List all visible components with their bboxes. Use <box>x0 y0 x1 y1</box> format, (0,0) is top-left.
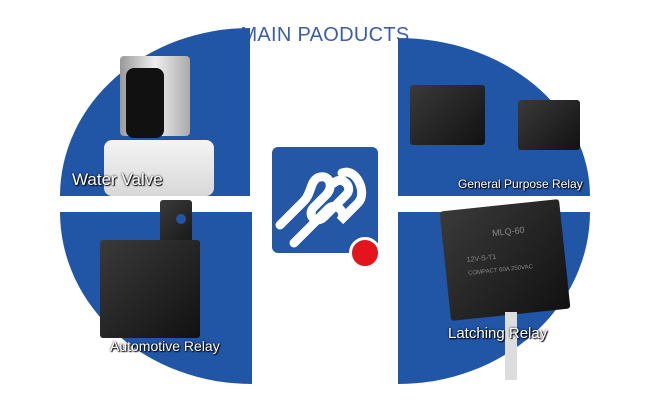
automotive-relay-hole <box>176 214 186 224</box>
relay-line3-text: COMPACT 60A 250VAC <box>467 264 534 277</box>
logo-red-dot <box>349 237 381 269</box>
company-logo <box>272 147 378 253</box>
general-purpose-relay-image-2 <box>518 100 580 150</box>
automotive-relay-image <box>100 240 200 338</box>
product-label-latching-relay: Latching Relay <box>448 325 548 342</box>
latching-relay-terminal <box>505 312 517 380</box>
relay-model-text: MLQ-60 <box>491 224 525 239</box>
latching-relay-image: MLQ-60 12V-S-T1 COMPACT 60A 250VAC <box>439 199 571 321</box>
product-label-automotive-relay: Automotive Relay <box>110 338 220 354</box>
water-valve-image <box>98 48 218 196</box>
page-title: MAIN PAODUCTS <box>240 24 410 46</box>
logo-wave-icon <box>275 167 367 248</box>
product-label-water-valve: Water Valve <box>72 170 163 189</box>
product-label-general-purpose-relay: General Purpose Relay <box>458 177 583 191</box>
general-purpose-relay-image <box>410 85 485 145</box>
relay-line2-text: 12V-S-T1 <box>466 253 497 264</box>
